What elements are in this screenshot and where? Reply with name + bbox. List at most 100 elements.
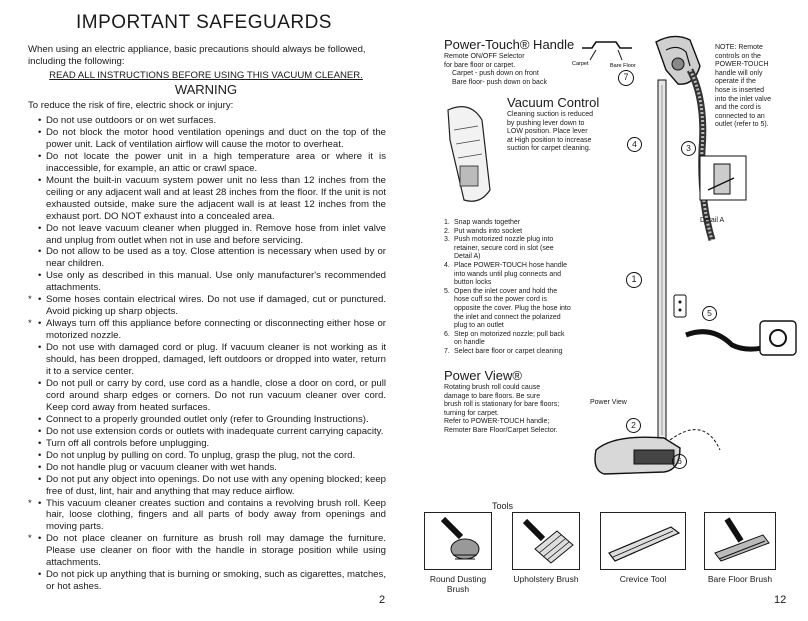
note-line: and the cord is <box>715 104 761 112</box>
switch-carpet-label: Carpet <box>572 61 589 67</box>
callout-1: 1 <box>626 272 642 288</box>
bullet-icon: • <box>38 413 42 425</box>
step-text: Step on motorized nozzle; pull back on h… <box>454 330 565 347</box>
step-number: 7. <box>444 347 450 355</box>
vacuum-control-line: by pushing lever down to <box>507 119 585 127</box>
safeguard-item: *•Do not place cleaner on furniture as b… <box>28 533 386 569</box>
safeguard-star: * <box>28 294 32 306</box>
tool-bare-floor-brush <box>704 512 776 570</box>
detail-a-illustration <box>699 155 747 201</box>
note-line: into the inlet valve <box>715 95 772 103</box>
bullet-icon: • <box>38 497 42 509</box>
vacuum-control-line: suction for carpet cleaning. <box>507 145 591 153</box>
safeguard-text: Do not allow to be used as a toy. Close … <box>46 246 386 270</box>
power-touch-heading: Power-Touch® Handle <box>444 37 575 52</box>
vacuum-control-line: LOW position. Place lever <box>507 128 588 136</box>
note-line: NOTE: Remote <box>715 44 763 51</box>
risk-intro: To reduce the risk of fire, electric sho… <box>28 100 234 111</box>
safeguard-text: Do not unplug by pulling on cord. To unp… <box>46 449 356 461</box>
safeguard-text: Do not use with damaged cord or plug. If… <box>46 342 386 378</box>
note-line: outlet (refer to 5). <box>715 121 769 129</box>
step-text: Place POWER-TOUCH hose handle into wands… <box>454 261 568 287</box>
step-number: 3. <box>444 236 450 244</box>
step-text: Open the inlet cover and hold the hose c… <box>454 287 571 330</box>
left-page: IMPORTANT SAFEGUARDS When using an elect… <box>28 12 386 606</box>
safeguard-item: •Do not allow to be used as a toy. Close… <box>28 246 386 270</box>
safeguard-text: Do not put any object into openings. Do … <box>46 473 386 497</box>
assembly-step: 5.Open the inlet cover and hold the hose… <box>444 288 572 331</box>
power-view-line: turning for carpet. <box>444 409 499 417</box>
tool-round-dusting-brush <box>424 512 492 570</box>
safeguard-star: * <box>28 533 32 545</box>
bullet-icon: • <box>38 174 42 186</box>
tool-crevice-tool <box>600 512 686 570</box>
safeguard-text: Do not use extension cords or outlets wi… <box>46 425 384 437</box>
tool-label: Crevice Tool <box>619 574 667 584</box>
intro-text: When using an electric appliance, basic … <box>28 44 366 68</box>
bullet-icon: • <box>38 425 42 437</box>
safeguard-item: • Do not use extension cords or outlets w… <box>28 426 386 438</box>
safeguard-item: • Mount the built-in vacuum system power … <box>28 175 386 223</box>
bullet-icon: • <box>38 437 42 449</box>
note-line: handle will only <box>715 69 763 77</box>
callout-5: 5 <box>702 306 717 321</box>
upholstery-brush-icon <box>522 518 574 564</box>
bullet-icon: • <box>38 150 42 162</box>
step-text: Push motorized nozzle plug into retainer… <box>454 236 554 261</box>
tool-upholstery-brush <box>512 512 580 570</box>
step-text: Put wands into socket <box>454 227 523 235</box>
safeguard-text: Always turn off this appliance before co… <box>46 318 386 342</box>
safeguard-text: Use only as described in this manual. Us… <box>46 270 386 294</box>
power-touch-text: Remote ON/OFF Selector for bare floor or… <box>444 53 547 87</box>
step-number: 4. <box>444 261 450 269</box>
safeguard-item: •Do not use with damaged cord or plug. I… <box>28 342 386 378</box>
power-view-line: Remoter Bare Floor/Carpet Selector. <box>444 426 558 434</box>
callout-2: 2 <box>626 418 641 433</box>
safeguard-star: * <box>28 318 32 330</box>
step-number: 6. <box>444 330 450 338</box>
vacuum-control-line: Cleaning suction is reduced <box>507 111 593 118</box>
step-text: Select bare floor or carpet cleaning <box>454 347 563 355</box>
power-view-line: damage to bare floors. Be sure <box>444 392 541 400</box>
note-line: hose is inserted <box>715 86 765 94</box>
bullet-icon: • <box>38 569 42 581</box>
bullet-icon: • <box>38 473 42 485</box>
safeguard-item: • Do not pick up anything that is burning… <box>28 569 386 593</box>
safeguard-item: •Do not use outdoors or on wet surfaces. <box>28 115 386 127</box>
tool-label: Upholstery Brush <box>513 574 579 584</box>
note-line: POWER-TOUCH <box>715 61 769 69</box>
power-view-line: Rotating brush roll could cause <box>444 384 541 391</box>
safeguard-text: Do not pick up anything that is burning … <box>46 569 386 593</box>
assembly-step: 4. Place POWER-TOUCH hose handle into wan… <box>444 262 572 288</box>
safeguard-text: Turn off all controls before unplugging. <box>46 437 210 449</box>
bullet-icon: • <box>38 461 42 473</box>
safeguard-item: * • This vacuum cleaner creates suction an… <box>28 498 386 534</box>
right-page: Power-Touch® Handle Remote ON/OFF Select… <box>404 0 808 621</box>
note-line: controls on the <box>715 52 761 60</box>
vacuum-control-line: at High position to increase <box>507 136 592 144</box>
safeguard-text: Do not block the motor hood ventilation … <box>46 126 386 150</box>
safeguard-item: *•Some hoses contain electrical wires. D… <box>28 294 386 318</box>
bullet-icon: • <box>38 533 42 545</box>
tool-label: Bare Floor Brush <box>707 574 773 584</box>
note-line: connected to an <box>715 112 765 120</box>
safeguard-text: This vacuum cleaner creates suction and … <box>46 497 386 533</box>
tools-heading: Tools <box>492 501 514 511</box>
step-text: Snap wands together <box>454 219 521 226</box>
callout-7: 7 <box>618 70 634 86</box>
bullet-icon: • <box>38 126 42 138</box>
note-line: operate if the <box>715 78 756 86</box>
handle-closeup-illustration <box>447 106 491 202</box>
safeguard-text: Mount the built-in vacuum system power u… <box>46 174 386 222</box>
power-view-text: Rotating brush roll could cause damage t… <box>444 384 584 436</box>
safeguard-star: * <box>28 497 32 509</box>
bullet-icon: • <box>38 318 42 330</box>
power-view-diagram-label: Power View <box>590 399 627 406</box>
safeguard-item: * • Always turn off this appliance before … <box>28 318 386 342</box>
safeguard-item: • Turn off all controls before unplugging… <box>28 438 386 450</box>
assembly-step: 3. Push motorized nozzle plug into retain… <box>444 236 572 262</box>
step-number: 2. <box>444 227 450 235</box>
power-view-line: brush roll is stationary for bare floors… <box>444 401 560 409</box>
bullet-icon: • <box>38 270 42 282</box>
